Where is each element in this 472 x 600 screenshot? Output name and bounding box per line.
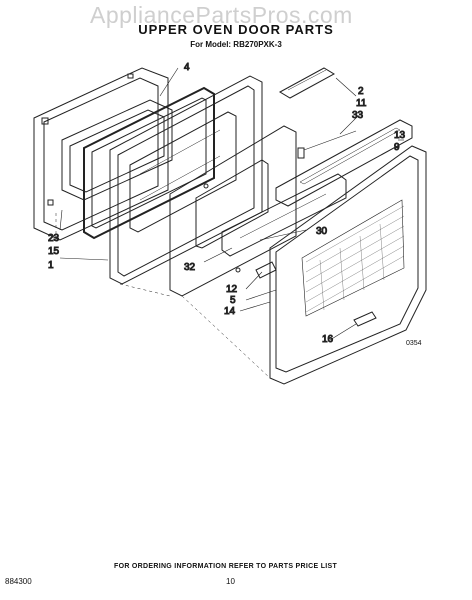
inner-door-liner: [109, 75, 263, 285]
window-panel: [169, 125, 297, 297]
callout-14: 14: [224, 306, 236, 317]
callout-30: 30: [316, 226, 328, 237]
page-title: UPPER OVEN DOOR PARTS: [138, 22, 334, 37]
top-trim: [275, 119, 413, 207]
back-panel: [33, 67, 169, 241]
callout-9: 9: [394, 142, 400, 153]
callout-16: 16: [322, 334, 334, 345]
callout-23: 23: [48, 233, 60, 244]
vent-bracket: [278, 67, 336, 99]
watermark: AppliancePartsPros.com: [90, 2, 353, 28]
callout-4: 4: [184, 62, 190, 73]
callout-5: 5: [230, 295, 236, 306]
callout-33: 33: [352, 110, 364, 121]
clip: [297, 147, 305, 159]
outer-door-panel: [269, 145, 427, 385]
vent-strip: [221, 173, 347, 257]
document-number: 884300: [5, 577, 32, 586]
page-number: 10: [226, 577, 235, 586]
model-subtitle: For Model: RB270PXK-3: [190, 40, 282, 49]
callout-13: 13: [394, 130, 406, 141]
callout-2: 2: [358, 86, 364, 97]
callout-12: 12: [226, 284, 238, 295]
insulation-batt: [61, 99, 173, 201]
door-gasket: [83, 86, 215, 240]
callout-32: 32: [184, 262, 196, 273]
figure-code: 0354: [406, 340, 422, 347]
callout-11: 11: [356, 98, 367, 109]
callout-15: 15: [48, 246, 60, 257]
alignment-lines: [55, 212, 271, 379]
leader-lines: [59, 67, 404, 341]
ordering-note: FOR ORDERING INFORMATION REFER TO PARTS …: [114, 563, 338, 570]
callout-1: 1: [48, 260, 54, 271]
